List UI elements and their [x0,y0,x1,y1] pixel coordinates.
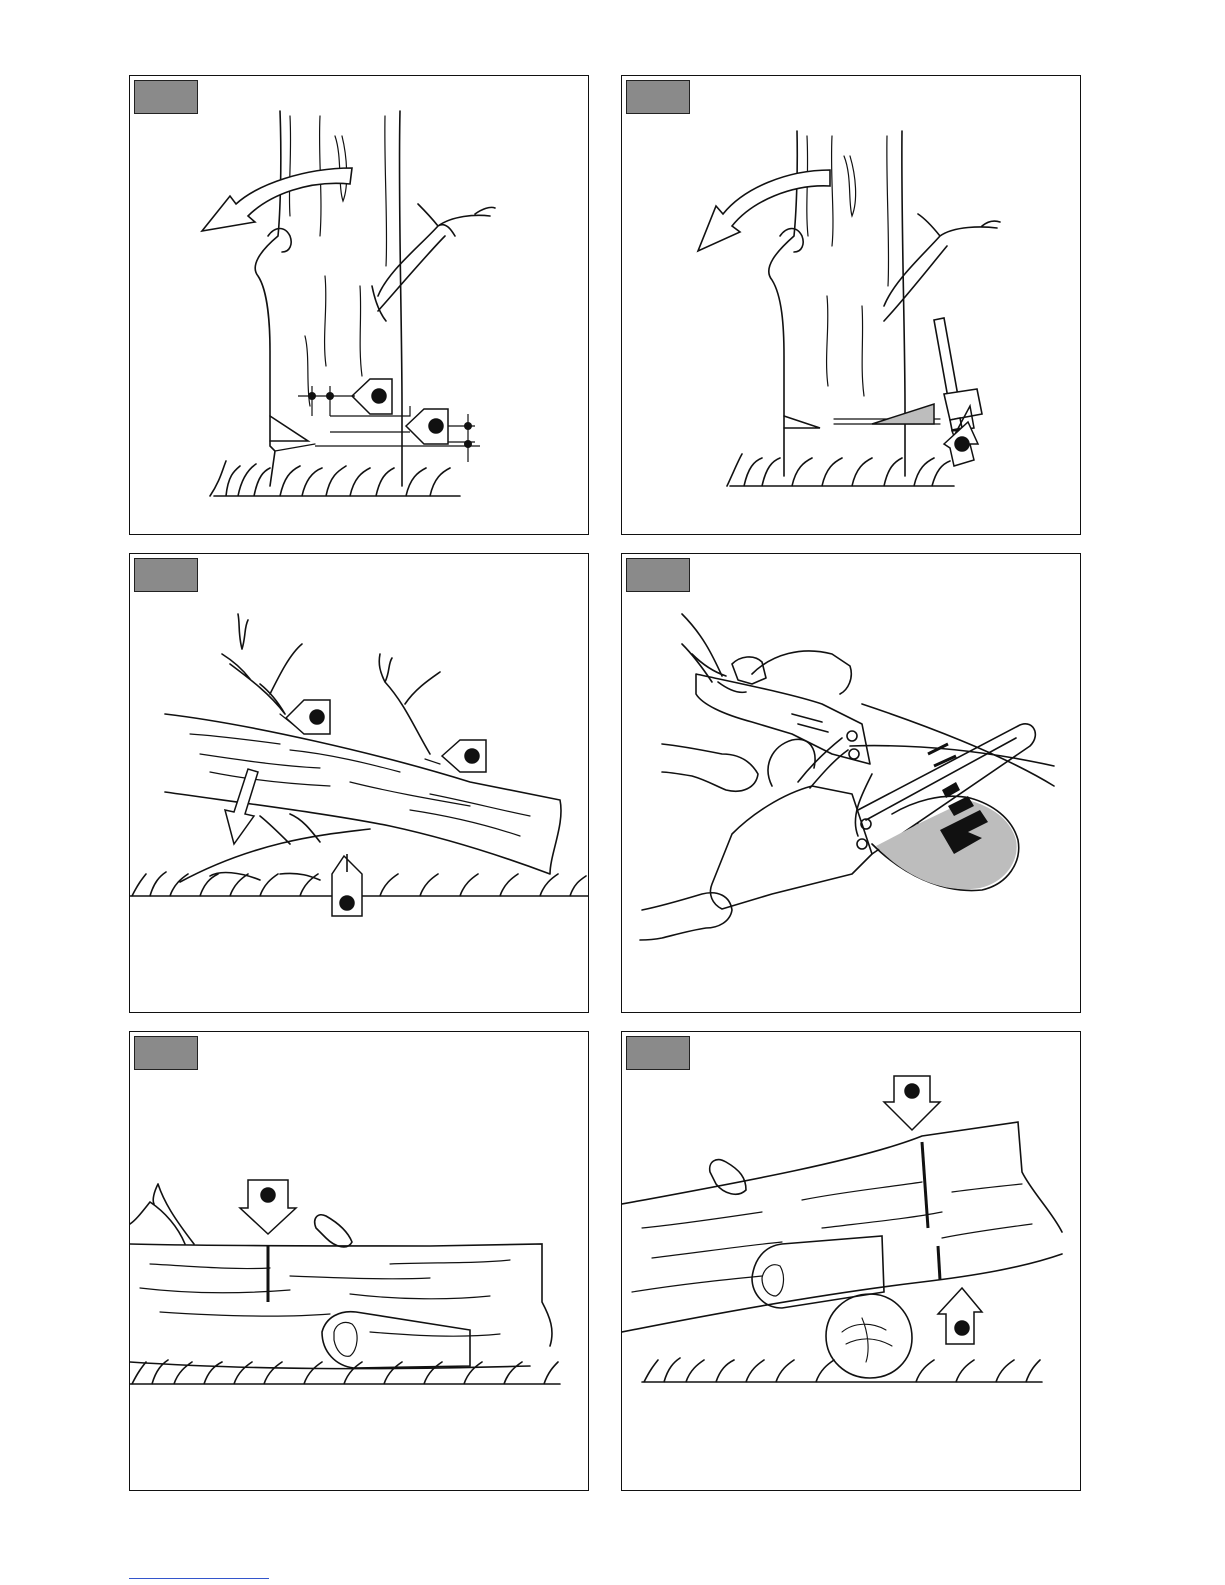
hammer [934,318,982,430]
branch-stub-left [130,1184,194,1244]
felling-notch [784,416,820,428]
support-log [322,1312,470,1368]
grass [210,461,460,496]
tree-trunk [255,111,281,486]
limbing-illustration [130,554,589,1013]
cut-area-shade [876,800,1017,889]
fall-direction-arrow [202,168,352,231]
grass [727,454,954,486]
bottom-cut-marker-arrow [938,1288,982,1344]
upper-chainsaw-body [696,674,870,764]
support-log [826,1294,912,1378]
branch-stub-right [315,1215,352,1247]
log-outline [622,1122,1062,1332]
tree-branch [378,204,495,311]
rolling-direction-arrow [225,769,258,844]
illustration-panel-6 [621,1031,1081,1491]
branch-stub [710,1160,746,1195]
front-hand [662,744,758,791]
illustration-panel-5 [129,1031,589,1491]
illustration-panel-4 [621,553,1081,1013]
felling-wedge [872,404,934,424]
bottom-cut-line [938,1246,940,1280]
felling-cut-illustration [130,76,589,535]
log-outline [130,1244,552,1369]
rear-hand [640,893,732,940]
fall-direction-arrow [698,170,830,251]
illustration-panel-2 [621,75,1081,535]
illustration-panel-1 [129,75,589,535]
tree-branch [884,214,1000,321]
illustration-panel-3 [129,553,589,1013]
chainsaw-cutting-illustration [622,554,1081,1013]
grass [130,1360,560,1384]
log-top-cut-illustration [130,1032,589,1491]
felling-notch [270,416,308,441]
upper-branch-1 [222,644,302,714]
wedge-hammer-illustration [622,76,1081,535]
felled-log [165,714,561,874]
footer-rule [129,1578,269,1579]
upper-branch-2 [379,654,440,754]
lower-chainsaw-body [710,786,872,909]
grass [642,1358,1042,1382]
log-double-cut-illustration [622,1032,1081,1491]
